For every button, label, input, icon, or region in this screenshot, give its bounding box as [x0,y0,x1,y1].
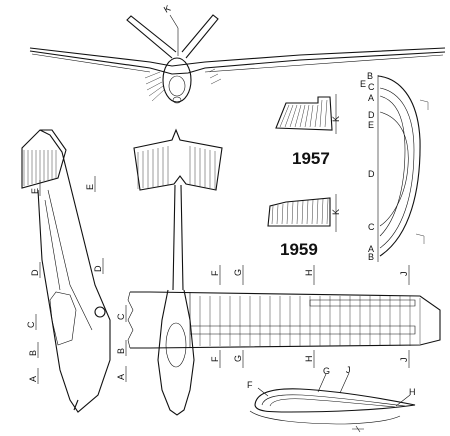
top-tail [133,128,223,191]
axis-a-bottom: A [368,244,374,254]
top-section-g-upper: G [233,269,243,276]
top-wing [149,291,441,349]
side-section-e-left: E [30,188,40,194]
side-section-c: C [26,321,36,328]
axis-e-lower: E [368,120,374,130]
top-section-c: C [116,313,126,320]
top-section-j-upper: J [399,272,409,277]
top-fuselage [157,289,195,416]
side-wheel [94,306,106,318]
axis-d-lower: D [368,169,375,179]
side-section-d-left: D [30,269,40,276]
side-section-e-right: E [85,184,95,190]
rib-label-h: H [409,387,416,397]
side-view: E E D D C B A [21,129,111,413]
top-tail-boom [172,184,184,291]
front-tail-right [181,14,219,59]
top-view: C B A F F G G H H J J [116,128,441,416]
rib-profile-f [254,388,416,413]
front-view: K [29,3,446,104]
top-section-f-lower: F [210,356,220,362]
year-label-1957: 1957 [292,149,330,168]
top-section-f-upper: F [210,270,220,276]
front-wing-lower-edge [29,50,446,75]
top-section-h-lower: H [304,356,314,363]
tail-detail-1959: K [267,194,341,232]
front-section-k-label: K [162,3,172,15]
rib-label-g: G [323,366,330,376]
top-section-b: B [116,348,126,354]
top-section-h-upper: H [304,270,314,277]
front-fuselage [162,57,192,103]
axis-d-upper: D [368,110,375,120]
fuselage-sections: B E C A D E D C A B [360,71,429,262]
axis-c-top: C [368,82,375,92]
rib-label-j: J [346,365,351,375]
front-tail-left [126,15,177,59]
rib-label-f: F [247,380,253,390]
axis-c-bottom: C [368,222,375,232]
tail-detail-1957: K [275,94,341,134]
top-section-g-lower: G [233,355,243,362]
side-section-a: A [28,376,38,382]
axis-b-bottom: B [368,252,374,262]
top-section-j-lower: J [399,358,409,363]
axis-a-top: A [368,93,374,103]
top-section-a: A [116,374,126,380]
side-section-b: B [28,350,38,356]
side-section-d-right: D [93,265,103,272]
wing-rib-profiles: F G J H [247,365,416,433]
front-wing-upper-edge [29,47,446,67]
axis-e-top: E [360,79,366,89]
section-outline-outer [377,75,421,257]
year-label-1959: 1959 [280,240,318,259]
detail-1957-k-label: K [331,116,341,122]
detail-1959-k-label: K [331,209,341,215]
axis-b-top: B [367,71,373,81]
